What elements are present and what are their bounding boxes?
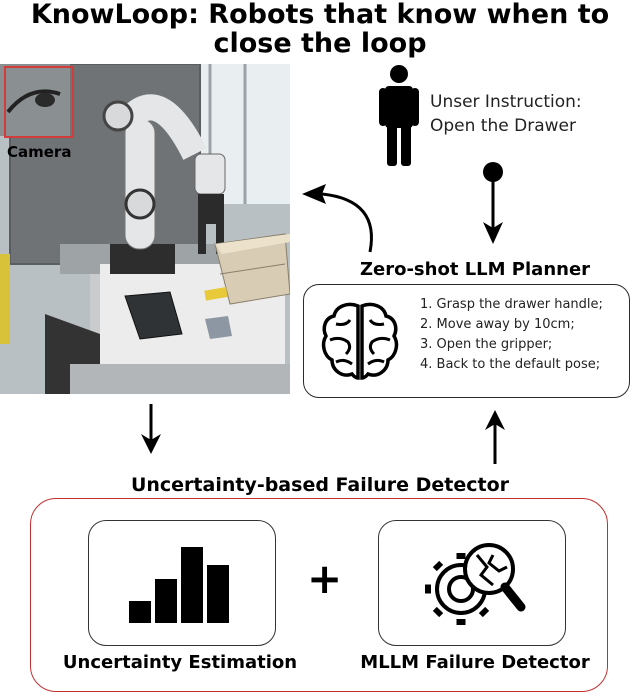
mllm-failure-detector-label: MLLM Failure Detector [360, 652, 590, 673]
plus-symbol: + [307, 554, 343, 603]
uncertainty-estimation-label: Uncertainty Estimation [62, 652, 298, 673]
planner-step: 3. Open the gripper; [420, 337, 553, 352]
planner-step: 1. Grasp the drawer handle; [420, 297, 603, 312]
detector-title: Uncertainty-based Failure Detector [130, 474, 510, 496]
planner-title: Zero-shot LLM Planner [359, 259, 591, 280]
robot-photo [0, 64, 290, 394]
planner-steps-list: 1. Grasp the drawer handle; 2. Move away… [420, 295, 603, 375]
arrow-curved-to-robot [302, 184, 373, 253]
camera-label: Camera [7, 143, 72, 161]
planner-step: 2. Move away by 10cm; [420, 317, 575, 332]
person-icon [379, 65, 419, 166]
planner-step: 4. Back to the default pose; [420, 357, 601, 372]
brain-icon [321, 302, 399, 380]
user-instruction: Unser Instruction: Open the Drawer [430, 90, 582, 138]
robot-scene-illustration [0, 64, 290, 394]
page-title: KnowLoop: Robots that know when to close… [0, 0, 640, 58]
uncertainty-estimation-box [88, 520, 276, 646]
instruction-line-2: Open the Drawer [430, 116, 576, 136]
gear-magnifier-icon [425, 543, 526, 625]
planner-box [303, 284, 630, 398]
mllm-detector-box [378, 520, 566, 646]
arrow-up-to-planner [485, 410, 505, 464]
title-text: KnowLoop: Robots that know when to close… [30, 0, 610, 59]
arrow-down-to-planner [483, 162, 503, 244]
bar-chart-icon [129, 547, 229, 623]
arrow-down-to-detector [141, 404, 161, 454]
camera-highlight-box [4, 66, 74, 138]
detector-box [30, 498, 608, 692]
instruction-line-1: Unser Instruction: [430, 92, 582, 112]
